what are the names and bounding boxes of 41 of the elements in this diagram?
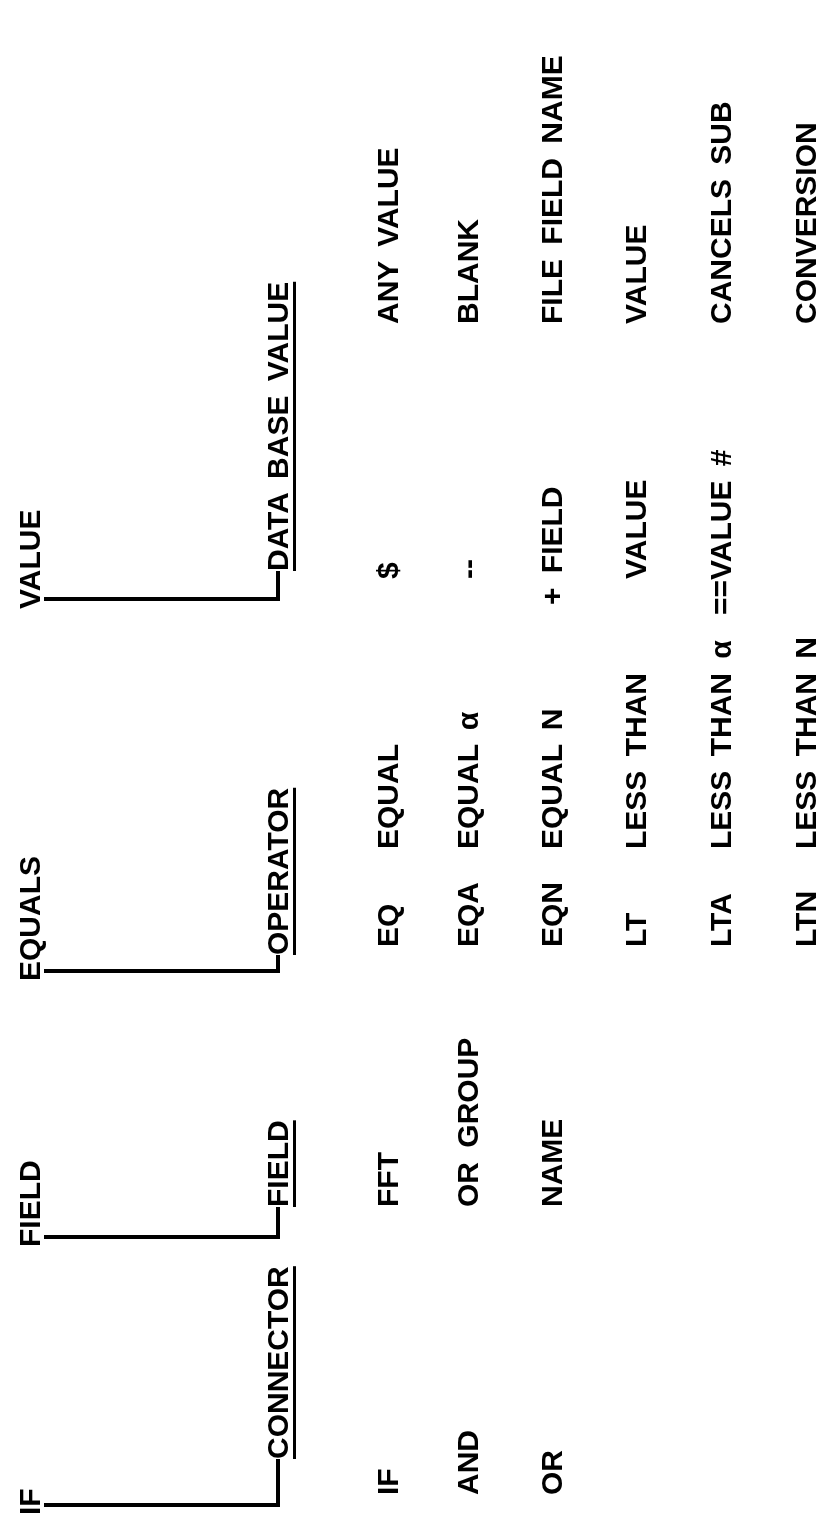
column-heading: DATA BASE VALUE	[262, 281, 294, 571]
table-text: + FIELD	[536, 486, 568, 605]
table-text: LESS THAN	[620, 673, 652, 849]
syntax-keyword: IF	[14, 1488, 46, 1515]
table-text: VALUE	[620, 479, 652, 579]
table-text: VALUE	[620, 224, 652, 324]
table-text: LTN	[790, 890, 822, 947]
table-text: LTA	[705, 893, 737, 947]
bracket-line	[44, 1207, 280, 1239]
table-text: FFT	[372, 1152, 404, 1207]
table-text: AND	[452, 1430, 484, 1495]
table-text: FILE FIELD NAME	[536, 55, 568, 324]
table-text: OR	[536, 1450, 568, 1495]
column-heading: CONNECTOR	[262, 1266, 294, 1459]
table-text: EQUAL	[372, 744, 404, 849]
bracket-line	[44, 955, 280, 973]
syntax-keyword: FIELD	[14, 1160, 46, 1247]
table-text: NAME	[536, 1118, 568, 1207]
table-text: EQUAL N	[536, 708, 568, 849]
table-text: EQUAL α	[452, 711, 484, 849]
table-text: IF	[372, 1468, 404, 1495]
table-text: CONVERSION	[790, 122, 822, 324]
table-text: LESS THAN N	[790, 637, 822, 849]
syntax-keyword: EQUALS	[14, 856, 46, 981]
column-heading: FIELD	[262, 1120, 294, 1207]
table-text: --	[452, 559, 484, 579]
bracket-line	[44, 571, 280, 601]
table-text: OR GROUP	[452, 1037, 484, 1207]
table-text: EQN	[536, 882, 568, 947]
table-text: EQA	[452, 882, 484, 947]
table-text: CANCELS SUB	[705, 101, 737, 324]
table-text: LESS THAN α	[705, 640, 737, 849]
bracket-line	[44, 1459, 280, 1507]
table-text: ==VALUE #	[705, 449, 737, 615]
table-text: ANY VALUE	[372, 147, 404, 324]
table-text: $	[372, 562, 404, 579]
table-text: BLANK	[452, 219, 484, 324]
table-text: LT	[620, 912, 652, 947]
column-heading: OPERATOR	[262, 787, 294, 955]
table-text: EQ	[372, 903, 404, 947]
syntax-keyword: VALUE	[14, 509, 46, 609]
